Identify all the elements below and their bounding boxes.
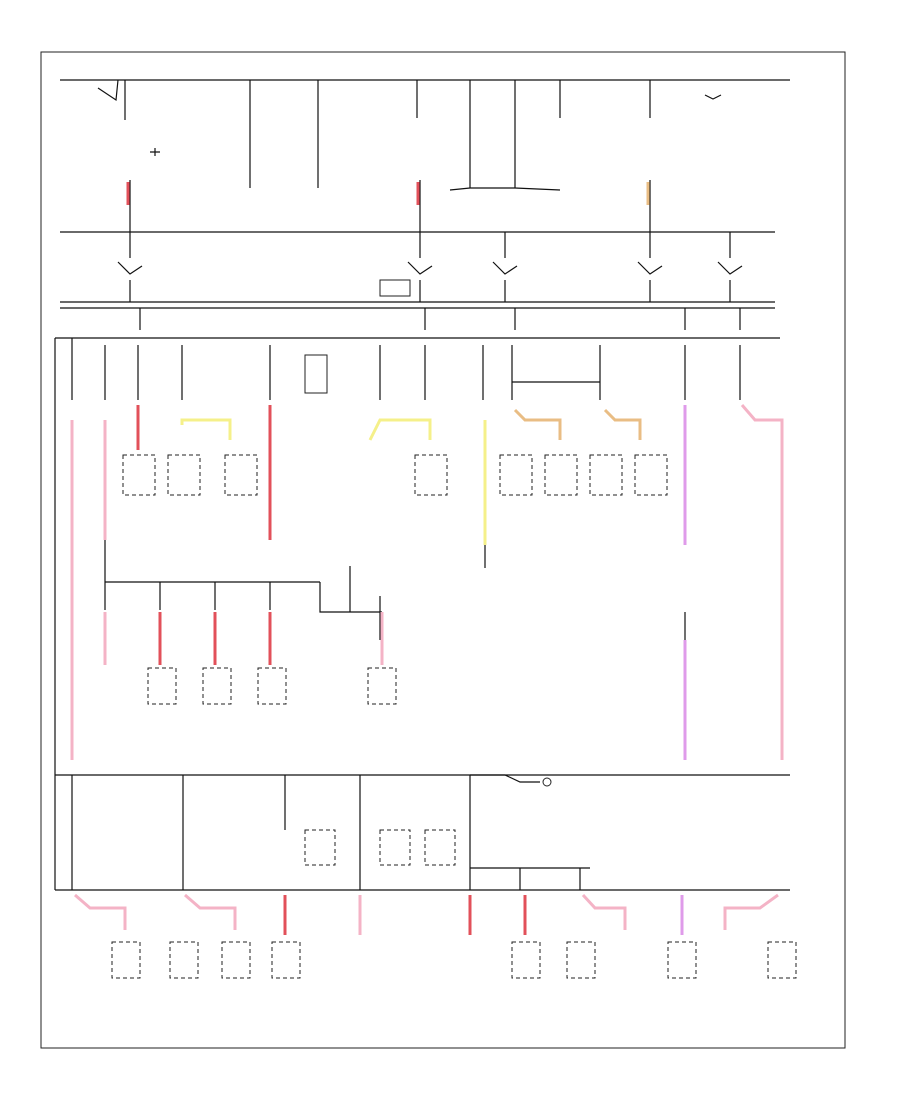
row2-colored-wires bbox=[103, 612, 687, 760]
wire-yellow-mid-1 bbox=[180, 418, 232, 440]
ignition-switch-section bbox=[60, 231, 775, 330]
wire-pink-right-long bbox=[740, 404, 784, 760]
top-feed-section bbox=[60, 79, 790, 232]
wire-yellow-mid-2 bbox=[368, 418, 432, 441]
wire-pink-bot-1 bbox=[74, 893, 127, 930]
diagram-border bbox=[40, 51, 846, 1049]
wire-pink-bot-5 bbox=[723, 893, 779, 930]
wire-pink-bot-4 bbox=[581, 893, 627, 930]
fuse-block-main bbox=[54, 337, 780, 890]
mid-splice-section bbox=[104, 540, 686, 640]
wire-orange-mid-2 bbox=[603, 408, 642, 440]
component-row-1 bbox=[122, 454, 668, 496]
component-row-2 bbox=[147, 667, 397, 705]
component-row-3 bbox=[111, 941, 797, 979]
lower-fuse-block bbox=[55, 774, 790, 891]
wire-orange-mid-1 bbox=[513, 408, 562, 440]
bottom-colored-wires bbox=[74, 893, 779, 935]
wire-pink-bot-2 bbox=[184, 893, 237, 930]
mid-colored-wires bbox=[70, 404, 784, 760]
top-colored-wires bbox=[126, 182, 650, 205]
